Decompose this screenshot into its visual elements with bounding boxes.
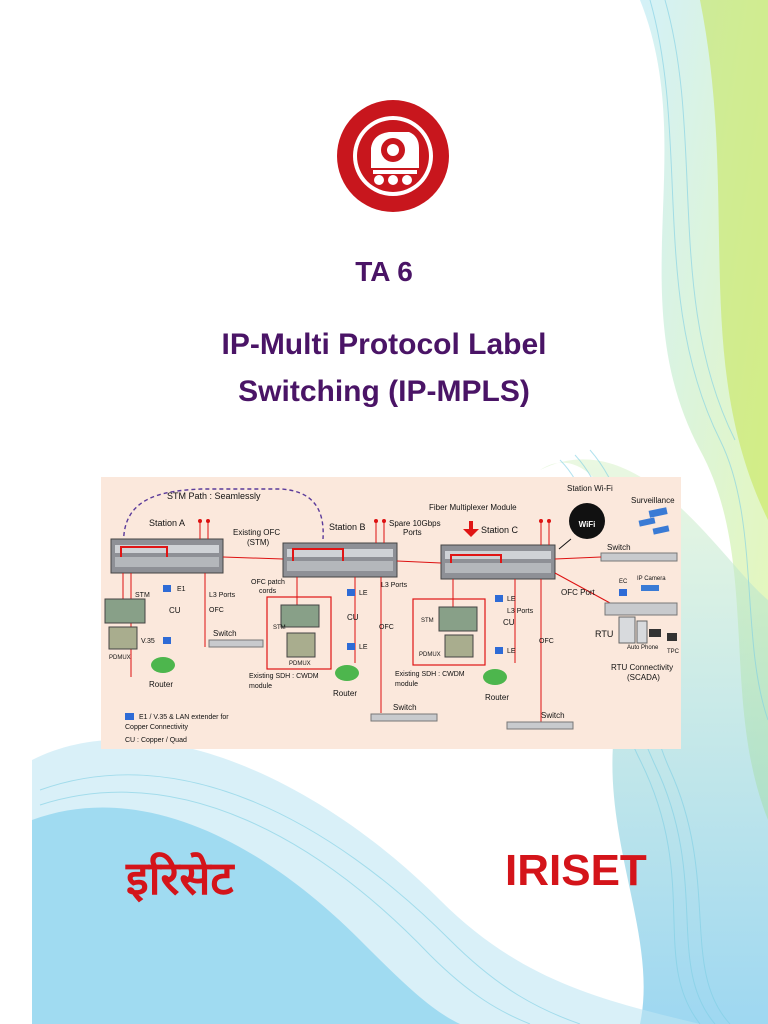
existing-sdh-label-c1: Existing SDH : CWDM: [395, 671, 465, 678]
tpc-phone-icon: [667, 633, 677, 641]
le-extender-b1: [347, 589, 355, 596]
wifi-icon: [569, 503, 605, 539]
camera-icon: [641, 585, 659, 591]
ofc-label-a: OFC: [209, 607, 224, 614]
existing-sdh-label-b1: Existing SDH : CWDM: [249, 673, 319, 680]
surveillance-label: Surveillance: [631, 496, 675, 505]
switch-icon: [506, 721, 574, 730]
rtu-connectivity-label-2: (SCADA): [627, 673, 660, 682]
ip-camera-label: IP Camera: [637, 576, 666, 582]
le-extender-c1: [495, 595, 503, 602]
switch-label-c2: Switch: [541, 711, 565, 720]
ofc-patch-label-2: cords: [259, 588, 277, 595]
stm-path-label: STM Path : Seamlessly: [167, 491, 261, 501]
stm-equipment-c: [438, 606, 478, 632]
ofc-port-rack: [604, 602, 678, 616]
existing-ofc-label: Existing OFC: [233, 528, 280, 537]
indian-railways-logo: [337, 100, 449, 212]
e1-label: E1: [177, 586, 186, 593]
footer-hindi: इरिसेट: [126, 851, 234, 905]
pdmux-label-c: PDMUX: [419, 652, 441, 658]
pdmux-b: [286, 632, 316, 658]
station-wifi-label: Station Wi-Fi: [567, 484, 613, 493]
legend-line-1: E1 / V.35 & LAN extender for: [139, 714, 229, 721]
le-label-c1: LE: [507, 596, 516, 603]
switch-icon: [370, 713, 438, 722]
switch-icon: [208, 639, 264, 648]
tpc-label: TPC: [667, 649, 680, 655]
pdmux-c: [444, 634, 474, 658]
ec-label: EC: [619, 579, 628, 585]
router-icon-a: [151, 657, 175, 673]
le-extender-c2: [495, 647, 503, 654]
fiber-mux-label: Fiber Multiplexer Module: [429, 503, 517, 512]
camera-icon: [652, 525, 670, 535]
title-line-2: Switching (IP-MPLS): [238, 375, 530, 408]
router-label-c: Router: [485, 693, 509, 702]
le-label-b2: LE: [359, 644, 368, 651]
station-b-label: Station B: [329, 522, 366, 532]
ofc-label-b: OFC: [379, 624, 394, 631]
spare-ports-label-2: Ports: [403, 528, 422, 537]
legend-line-3: CU : Copper / Quad: [125, 737, 187, 744]
cu-label-a: CU: [169, 606, 181, 615]
router-icon-c: [483, 669, 507, 685]
ofc-patch-label-1: OFC patch: [251, 579, 285, 586]
spare-ports-label-1: Spare 10Gbps: [389, 519, 441, 528]
legend-line-2: Copper Connectivity: [125, 724, 189, 731]
rtu-cabinet: [618, 616, 636, 644]
v35-extender-a: [163, 637, 171, 644]
auto-phone-label: Auto Phone: [627, 645, 659, 651]
router-label-b: Router: [333, 689, 357, 698]
stm-equipment-b: [280, 604, 320, 628]
switch-icon: [600, 552, 678, 562]
footer-english: IRISET: [505, 846, 647, 895]
le-label-b1: LE: [359, 590, 368, 597]
stm-label-a: STM: [135, 592, 150, 599]
router-icon-b: [335, 665, 359, 681]
pdmux-a: [108, 626, 138, 650]
ofc-port-label: OFC Port: [561, 588, 596, 597]
sdh-box-b: [266, 596, 332, 670]
wifi-badge-text: WiFi: [579, 520, 596, 529]
existing-sdh-label-b2: module: [249, 683, 272, 690]
pdmux-label-b: PDMUX: [289, 661, 311, 667]
switch-label-b: Switch: [393, 703, 417, 712]
switch-label-c: Switch: [607, 543, 631, 552]
l3-ports-label-b: L3 Ports: [381, 582, 408, 589]
stm-equipment-a: [104, 598, 146, 624]
legend-extender-swatch: [125, 713, 134, 720]
rtu-connectivity-label-1: RTU Connectivity: [611, 663, 673, 672]
cu-label-c: CU: [503, 618, 515, 627]
existing-sdh-label-c2: module: [395, 681, 418, 688]
camera-icon: [648, 507, 668, 518]
document-code: TA 6: [355, 256, 413, 287]
station-a-label: Station A: [149, 518, 185, 528]
station-c-rack: [440, 544, 556, 580]
stm-label-c: STM: [421, 618, 434, 624]
l3-ports-label-a: L3 Ports: [209, 592, 236, 599]
le-label-c2: LE: [507, 648, 516, 655]
network-diagram: STM Path : Seamlessly Station A Existing…: [101, 477, 681, 749]
title-line-1: IP-Multi Protocol Label: [221, 328, 547, 361]
stm-label-b: STM: [273, 625, 286, 631]
ec-box: [619, 589, 627, 596]
v35-label-a: V.35: [141, 638, 155, 645]
le-extender-b2: [347, 643, 355, 650]
router-label-a: Router: [149, 680, 173, 689]
rtu-label: RTU: [595, 629, 613, 639]
auto-phone-icon: [649, 629, 661, 637]
ofc-label-c: OFC: [539, 638, 554, 645]
stm-paren-label: (STM): [247, 538, 270, 547]
pdmux-label-a: PDMUX: [109, 655, 131, 661]
l3-ports-label-c: L3 Ports: [507, 608, 534, 615]
e1-extender-a: [163, 585, 171, 592]
station-c-label: Station C: [481, 525, 519, 535]
sdh-box-c: [412, 598, 486, 666]
camera-icon: [638, 517, 656, 527]
stm-path-curve: [122, 488, 324, 558]
switch-label-a: Switch: [213, 629, 237, 638]
cu-label-b: CU: [347, 613, 359, 622]
